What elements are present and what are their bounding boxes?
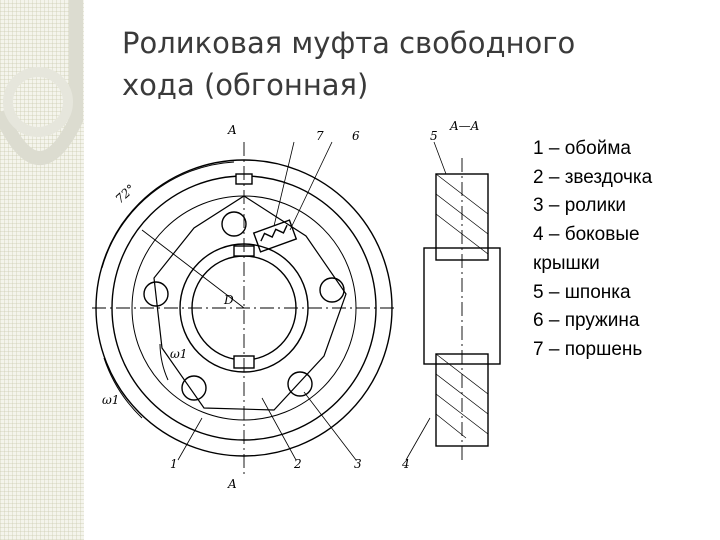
roller-left (143, 281, 169, 307)
legend-item: 5 – шпонка (533, 281, 631, 303)
legend-item: 7 – поршень (533, 338, 643, 360)
label-diameter: D (223, 293, 234, 307)
omega-outer-arc (103, 357, 143, 419)
leader-6 (289, 141, 333, 231)
roller-bottom-right (287, 371, 313, 397)
front-view (92, 141, 396, 474)
label-part-2: 2 (293, 457, 302, 471)
roller-bottom-left (181, 375, 207, 401)
slide-title: Роликовая муфта свободного хода (обгонна… (122, 22, 682, 106)
slide-title-line-2: хода (обгонная) (122, 68, 369, 102)
label-angle: 72° (113, 182, 138, 207)
angle-ray (141, 229, 245, 309)
label-part-7: 7 (316, 129, 324, 143)
roller-top (221, 211, 247, 237)
label-omega-outer: ω1 (102, 393, 119, 407)
leader-2 (261, 397, 297, 461)
leader-7 (273, 141, 295, 227)
legend-item: 2 – звездочка (533, 166, 653, 188)
decorative-curve (0, 0, 83, 166)
slide-title-line-1: Роликовая муфта свободного (122, 26, 576, 60)
clutch-drawing: A A A—A 72° D ω1 ω1 1 2 3 4 5 6 7 (92, 119, 501, 491)
label-section-top: A (227, 123, 237, 137)
spring-piston (252, 219, 298, 253)
leader-3 (303, 391, 357, 461)
legend-item: 3 – ролики (533, 195, 627, 217)
label-section-view: A—A (449, 119, 480, 133)
star-profile (153, 195, 347, 411)
roller-right (319, 277, 345, 303)
label-part-6: 6 (352, 129, 360, 143)
label-omega-inner: ω1 (170, 347, 187, 361)
leader-1 (177, 417, 203, 461)
legend-item: 4 – боковые (533, 224, 640, 246)
label-part-1: 1 (170, 457, 178, 471)
leader-5 (433, 141, 447, 175)
legend-item: 1 – обойма (533, 138, 631, 159)
legend-item: 6 – пружина (533, 310, 640, 332)
legend-item: крышки (533, 252, 600, 274)
label-part-4: 4 (401, 457, 410, 471)
spring-coil (260, 224, 288, 242)
label-part-3: 3 (354, 457, 362, 471)
omega-inner-arc (159, 343, 169, 381)
label-part-5: 5 (430, 129, 438, 143)
leader-4 (405, 417, 431, 461)
angle-arc (101, 161, 235, 269)
label-section-bottom: A (227, 477, 237, 491)
parts-legend: 1 – обойма 2 – звездочка 3 – ролики 4 – … (533, 135, 713, 365)
section-view (405, 141, 501, 464)
